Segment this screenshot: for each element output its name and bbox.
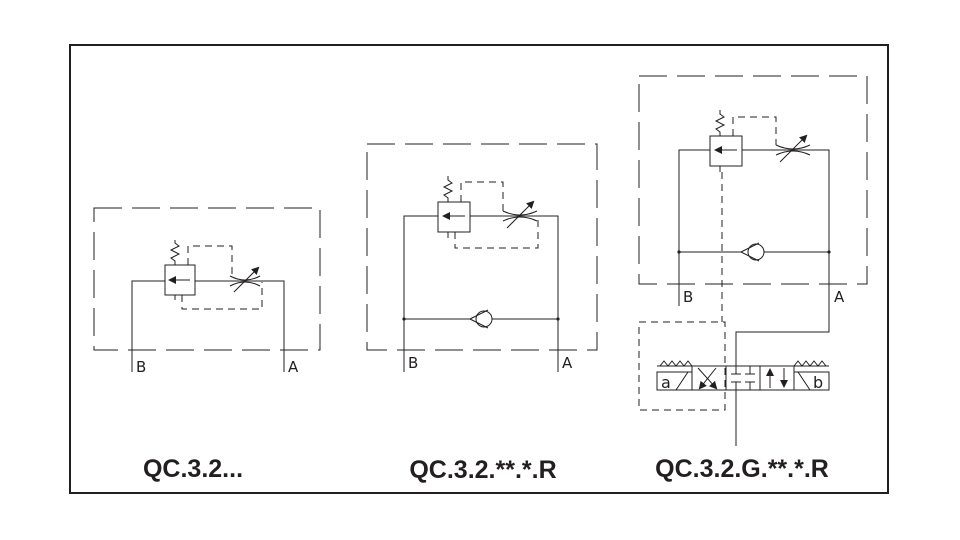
pilot-line — [460, 181, 504, 211]
spring-icon — [714, 110, 726, 136]
schematic-qc-3-2-g-r: B A — [638, 75, 868, 446]
spring-icon — [169, 240, 181, 265]
valve-position-b — [759, 365, 795, 391]
supply-line — [735, 306, 830, 366]
spring-icon — [793, 360, 827, 367]
spring-icon — [659, 360, 693, 367]
compensator-spool — [437, 201, 471, 233]
diagram-frame — [69, 44, 889, 494]
housing-boundary — [93, 207, 321, 351]
pilot-line-return — [454, 220, 539, 249]
line-port-b — [131, 280, 165, 372]
coil-b-label: b — [813, 373, 823, 392]
coil-a-label: a — [661, 373, 671, 392]
caption-qc-3-2: QC.3.2... — [142, 455, 244, 483]
pilot-line — [732, 116, 777, 145]
port-a-label: A — [834, 288, 845, 306]
schematic-qc-3-2-r: B A — [366, 143, 598, 372]
check-valve-ball — [747, 243, 765, 261]
line-port-a — [195, 280, 285, 372]
housing-boundary — [366, 143, 598, 351]
pilot-line — [187, 245, 233, 276]
line-port-b — [678, 149, 710, 306]
solenoid-a — [656, 371, 693, 391]
solenoid-b — [793, 371, 830, 391]
throttle-icon — [229, 275, 261, 287]
port-b-label: B — [136, 358, 146, 376]
port-b-label: B — [408, 354, 418, 372]
compensator-spool — [164, 264, 196, 296]
caption-qc-3-2-r: QC.3.2.**.*.R — [409, 456, 557, 484]
pilot-line-return — [181, 282, 263, 310]
housing-boundary — [638, 75, 868, 285]
check-valve-seat — [740, 242, 760, 262]
compensator-spool — [709, 135, 743, 167]
valve-position-center — [725, 365, 761, 391]
directional-valve: a b — [656, 360, 830, 392]
line-port-a — [742, 149, 830, 306]
port-a-label: A — [562, 354, 573, 372]
spring-icon — [442, 176, 454, 202]
port-a-label: A — [288, 358, 299, 376]
pilot-group-boundary — [638, 321, 726, 411]
schematic-qc-3-2: B A — [93, 207, 321, 376]
line-port-b — [403, 215, 438, 372]
check-valve-ball — [475, 310, 493, 328]
line-port-a — [470, 215, 559, 372]
port-b-label: B — [683, 288, 693, 306]
caption-qc-3-2-g-r: QC.3.2.G.**.*.R — [655, 455, 829, 483]
valve-position-a — [691, 365, 727, 391]
